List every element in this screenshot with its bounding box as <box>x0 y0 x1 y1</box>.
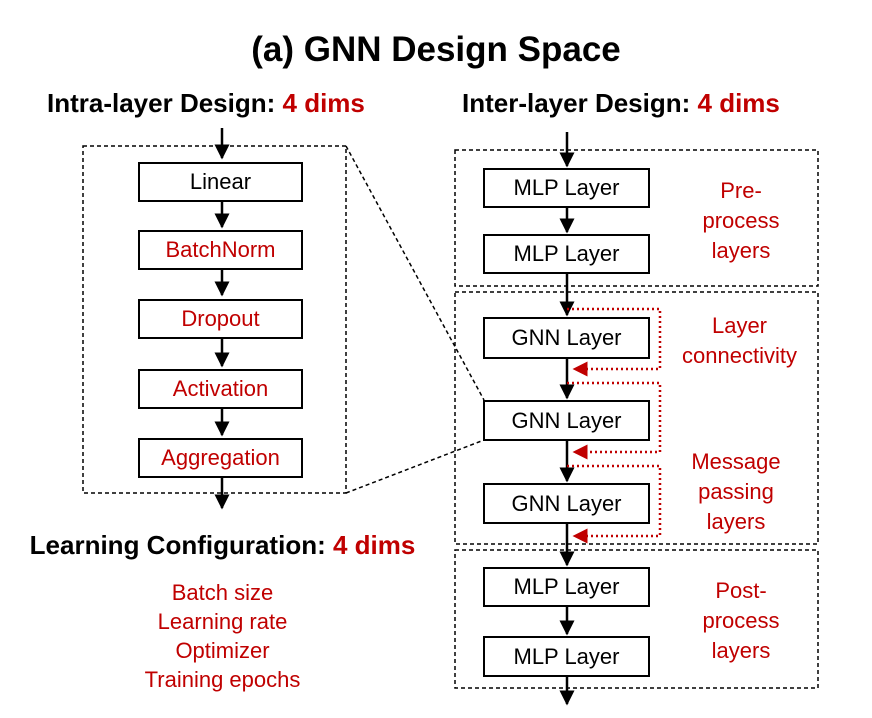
intra-layer-container <box>82 145 347 494</box>
batchnorm-block: BatchNorm <box>138 230 303 270</box>
pre-label-line-3: layers <box>711 238 771 263</box>
aggregation-block: Aggregation <box>138 438 303 478</box>
pre-process-label: Pre- process layers <box>686 176 796 266</box>
zoom-line-top <box>345 145 485 401</box>
activation-block: Activation <box>138 369 303 409</box>
learning-config-heading: Learning Configuration: 4 dims <box>0 530 445 561</box>
intra-layer-heading: Intra-layer Design: 4 dims <box>47 88 365 119</box>
intra-dims: 4 dims <box>282 88 365 118</box>
learning-item-batch-size: Batch size <box>171 580 274 605</box>
skip-connection-1 <box>567 307 662 377</box>
gnn-layer-1: GNN Layer <box>483 317 650 359</box>
message-passing-label: Message passing layers <box>676 447 796 537</box>
pre-mlp-layer-1: MLP Layer <box>483 168 650 208</box>
post-label-line-1: Post- <box>715 578 767 603</box>
zoom-line-bottom <box>345 439 485 494</box>
layer-connectivity-label: Layer connectivity <box>672 311 807 371</box>
dropout-block: Dropout <box>138 299 303 339</box>
connectivity-label-line-2: connectivity <box>682 343 797 368</box>
inter-heading-text: Inter-layer Design: <box>462 88 698 118</box>
intra-heading-text: Intra-layer Design: <box>47 88 283 118</box>
learning-heading-text: Learning Configuration: <box>29 530 333 560</box>
learning-item-optimizer: Optimizer <box>175 638 270 663</box>
skip-connection-2 <box>567 381 662 460</box>
message-label-line-1: Message <box>691 449 781 474</box>
post-mlp-layer-2: MLP Layer <box>483 636 650 677</box>
connectivity-label-line-1: Layer <box>711 313 768 338</box>
post-process-container <box>454 549 819 689</box>
inter-layer-heading: Inter-layer Design: 4 dims <box>462 88 780 119</box>
learning-item-training-epochs: Training epochs <box>144 667 301 692</box>
linear-block: Linear <box>138 162 303 202</box>
message-label-line-3: layers <box>706 509 766 534</box>
message-label-line-2: passing <box>698 479 774 504</box>
post-label-line-3: layers <box>711 638 771 663</box>
post-label-line-2: process <box>702 608 780 633</box>
pre-process-container <box>454 149 819 287</box>
page-title: (a) GNN Design Space <box>251 30 621 69</box>
post-mlp-layer-1: MLP Layer <box>483 567 650 607</box>
inter-dims: 4 dims <box>697 88 780 118</box>
post-process-label: Post- process layers <box>686 576 796 666</box>
learning-dims: 4 dims <box>332 530 416 560</box>
pre-label-line-2: process <box>702 208 780 233</box>
pre-mlp-layer-2: MLP Layer <box>483 234 650 274</box>
gnn-layer-2: GNN Layer <box>483 400 650 441</box>
skip-connection-3 <box>567 464 662 544</box>
learning-item-learning-rate: Learning rate <box>157 609 288 634</box>
pre-label-line-1: Pre- <box>720 178 762 203</box>
gnn-layer-3: GNN Layer <box>483 483 650 524</box>
